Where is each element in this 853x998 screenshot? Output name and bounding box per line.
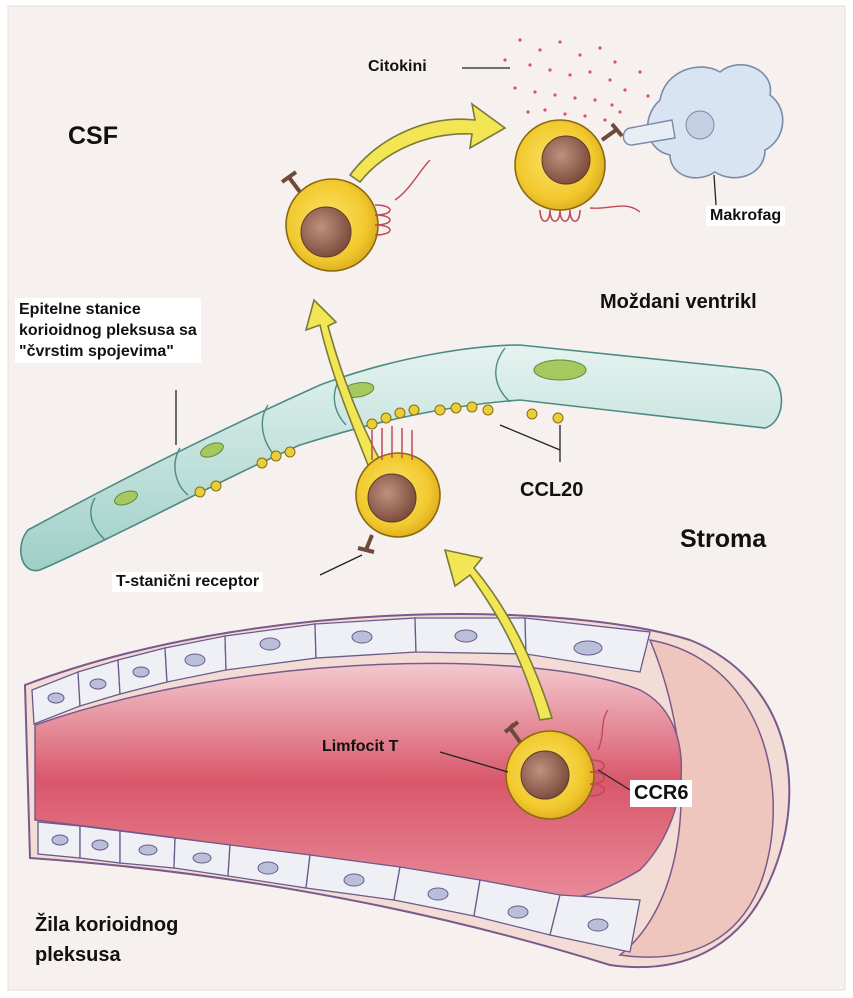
label-epithelial-line-3: "čvrstim spojevima" (19, 341, 197, 362)
label-vessel-line-2: pleksusa (35, 940, 178, 970)
label-macrophage: Makrofag (706, 206, 785, 226)
label-ccl20: CCL20 (520, 478, 583, 503)
label-csf: CSF (68, 122, 118, 151)
label-epithelial-line-2: korioidnog pleksusa sa (19, 320, 197, 341)
label-t-cell-receptor: T-stanični receptor (112, 572, 263, 592)
label-cytokines: Citokini (368, 58, 427, 76)
label-vessel-line-1: Žila korioidnog (35, 910, 178, 940)
label-brain-ventricle: Moždani ventrikl (600, 290, 757, 315)
label-stroma: Stroma (680, 525, 766, 554)
label-epithelial-line-1: Epitelne stanice (19, 299, 197, 320)
label-choroid-vessel: Žila korioidnog pleksusa (35, 910, 178, 970)
label-epithelial-cells: Epitelne stanice korioidnog pleksusa sa … (15, 298, 201, 363)
label-ccr6: CCR6 (630, 780, 692, 807)
label-lymphocyte-t: Limfocit T (322, 738, 398, 756)
